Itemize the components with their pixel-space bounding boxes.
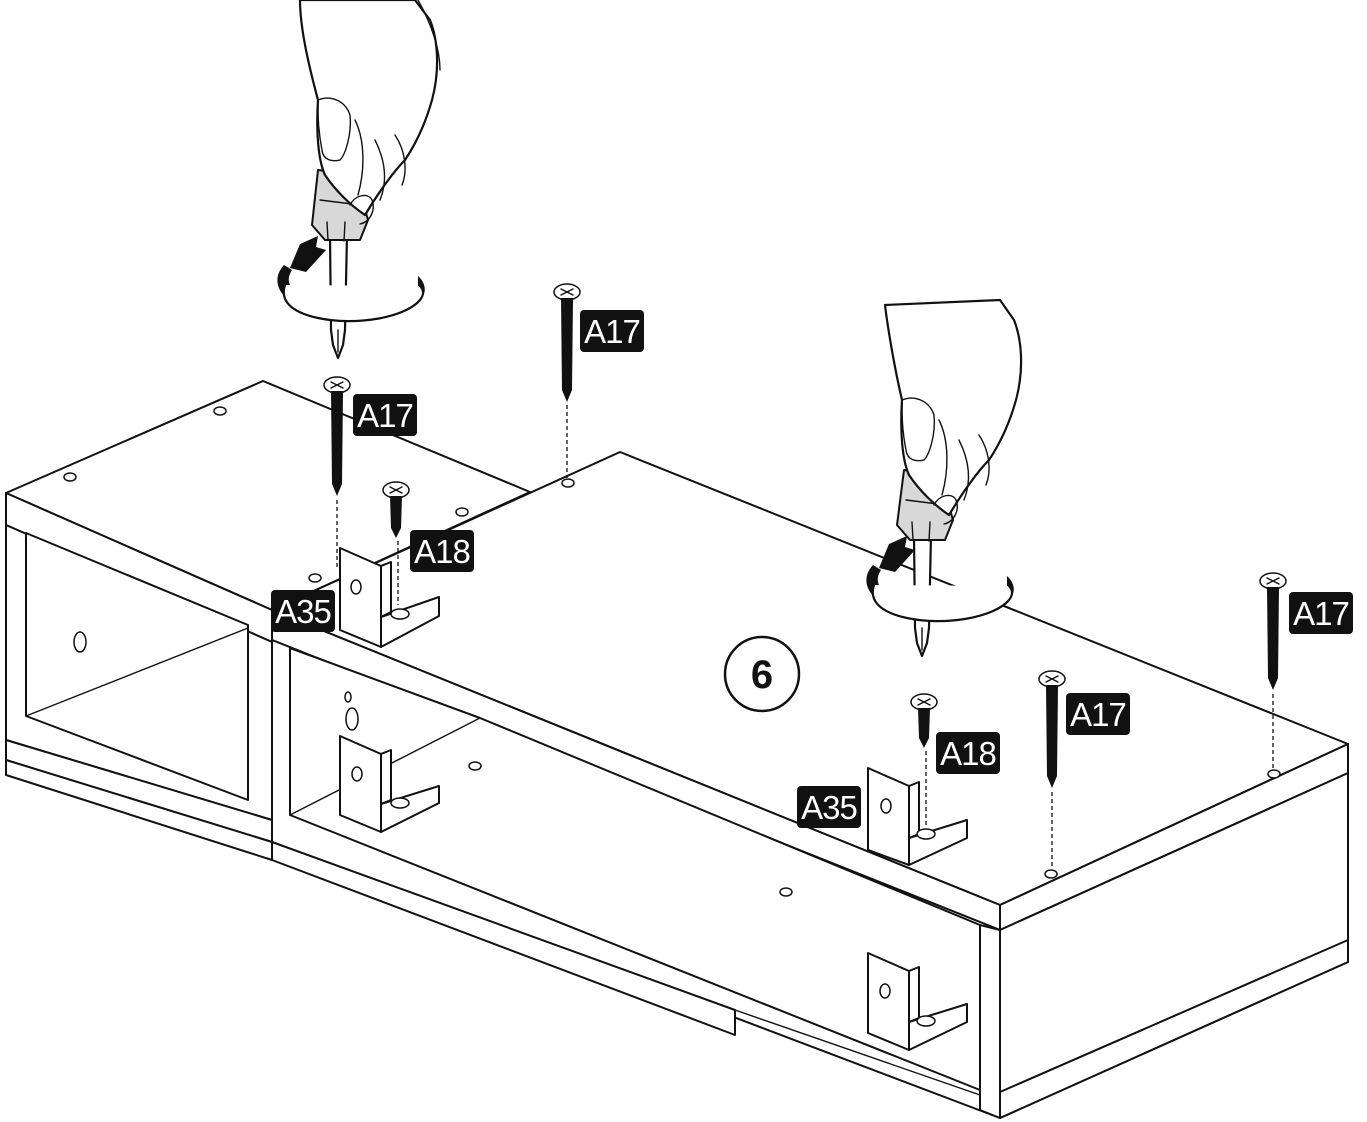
part-label-a17-right: A17: [1289, 592, 1353, 634]
part-code: A17: [357, 397, 413, 434]
screw-icon: [323, 376, 351, 570]
screw-icon: [910, 693, 938, 826]
part-code: A18: [940, 735, 996, 772]
part-label-a35-right: A35: [797, 786, 861, 828]
part-label-a35-left: A35: [271, 590, 335, 632]
screw-icon: [382, 481, 410, 605]
part-label-a17-left: A17: [353, 394, 417, 436]
angle-bracket-icon: [867, 767, 968, 866]
part-code: A17: [584, 313, 640, 350]
main-module: [5, 451, 1349, 1119]
part-label-a18-left: A18: [410, 530, 474, 572]
part-label-a18-right: A18: [936, 732, 1000, 774]
screw-icon: [1038, 670, 1066, 868]
cabinet: [5, 380, 1349, 1119]
clockwise-rotate-arrow-icon: [866, 536, 1014, 623]
part-code: A18: [414, 533, 470, 570]
part-label-a17-middle: A17: [1066, 693, 1130, 735]
left-module: [5, 380, 531, 843]
part-code: A35: [801, 789, 857, 826]
part-code: A35: [275, 593, 331, 630]
screw-icon: [1259, 572, 1287, 768]
part-label-a17-top: A17: [580, 310, 644, 352]
angle-bracket-icon: [867, 952, 968, 1051]
step-number: 6: [751, 653, 773, 697]
angle-bracket-icon: [339, 547, 440, 648]
step-number-circle-icon: 6: [723, 635, 801, 713]
screw-icon: [553, 283, 581, 478]
angle-bracket-icon: [339, 735, 440, 833]
clockwise-rotate-arrow-icon: [277, 236, 425, 323]
part-code: A17: [1293, 595, 1349, 632]
hand-with-screwdriver-icon: [883, 298, 1023, 658]
part-code: A17: [1070, 696, 1126, 733]
